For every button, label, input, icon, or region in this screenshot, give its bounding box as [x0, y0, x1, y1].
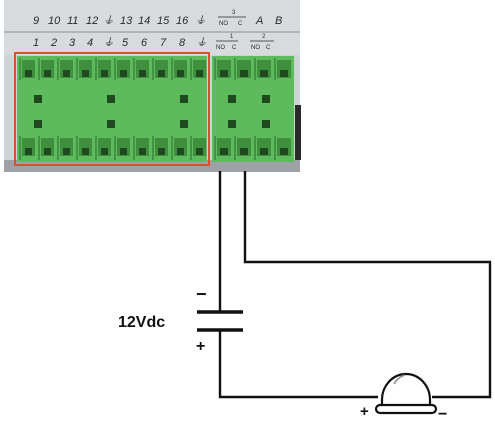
relay-3-no: NO — [219, 21, 228, 27]
terminal-hole-top — [280, 70, 288, 77]
terminal-hole-bottom — [82, 148, 89, 155]
terminal-hole-top — [82, 70, 89, 77]
relay-2-number: 2 — [262, 34, 266, 40]
terminal-hole-bottom — [240, 148, 248, 155]
terminal-hole-top — [158, 70, 165, 77]
terminal-hole-top — [101, 70, 108, 77]
terminal-hole-bottom — [260, 148, 268, 155]
ground-symbol: ⏚ — [103, 15, 114, 27]
terminal-lock-slot — [262, 95, 270, 103]
terminal-hole-top — [120, 70, 127, 77]
terminal-hole-bottom — [63, 148, 70, 155]
terminal-hole-top — [177, 70, 184, 77]
terminal-label: 16 — [176, 15, 189, 27]
relay-1-number: 1 — [230, 34, 234, 40]
relay-1-c: C — [232, 45, 237, 51]
terminal-lock-slot — [107, 95, 115, 103]
dome-highlight — [393, 374, 406, 385]
terminal-label: 5 — [122, 37, 129, 49]
terminal-label: 2 — [50, 37, 57, 49]
panel-silkscreen-area — [4, 0, 300, 55]
terminal-hole-bottom — [177, 148, 184, 155]
relay-2-c: C — [266, 45, 271, 51]
dome-shape — [380, 372, 432, 408]
relay-2-no: NO — [251, 45, 260, 51]
terminal-lock-slot — [107, 120, 115, 128]
terminal-lock-slot — [228, 95, 236, 103]
terminal-label: 1 — [33, 37, 39, 49]
terminal-hole-bottom — [220, 148, 228, 155]
relay-3-c: C — [238, 21, 243, 27]
terminal-hole-bottom — [139, 148, 146, 155]
dc-supply-symbol — [197, 310, 243, 332]
terminal-hole-top — [139, 70, 146, 77]
dome-base — [374, 403, 438, 415]
terminal-hole-bottom — [120, 148, 127, 155]
terminal-label: 6 — [141, 37, 148, 49]
supply-minus-sign: − — [196, 284, 207, 304]
terminal-label: 12 — [86, 15, 98, 27]
terminal-lock-slot — [228, 120, 236, 128]
supply-voltage-label: 12Vdc — [118, 314, 165, 331]
device-plus-sign: + — [360, 403, 369, 420]
ground-symbol: ⏚ — [195, 15, 206, 27]
terminal-hole-top — [25, 70, 32, 77]
wire-relay-to-device-negative — [243, 171, 492, 399]
alarm-device-icon — [374, 372, 438, 415]
terminal-hole-bottom — [25, 148, 32, 155]
terminal-label: 14 — [138, 15, 150, 27]
terminal-label: 10 — [48, 15, 61, 27]
terminal-label: 9 — [33, 15, 39, 27]
relay-terminal-block — [212, 56, 294, 162]
terminal-hole-top — [240, 70, 248, 77]
terminal-lock-slot — [180, 95, 188, 103]
terminal-lock-slot — [34, 95, 42, 103]
device-minus-sign: − — [438, 406, 447, 423]
ground-symbol: ⏚ — [196, 37, 207, 49]
ground-symbol: ⏚ — [103, 37, 114, 49]
terminal-hole-bottom — [280, 148, 288, 155]
panel-side-dark — [295, 105, 301, 160]
terminal-label: 8 — [179, 37, 186, 49]
terminal-label: 7 — [160, 37, 167, 49]
top-terminal-labels: 9 10 11 12 ⏚ 13 14 15 16 ⏚ 3 NO C A B — [33, 10, 282, 27]
relay-3-number: 3 — [232, 10, 236, 16]
terminal-hole-top — [196, 70, 203, 77]
terminal-hole-top — [63, 70, 70, 77]
highlight-box — [14, 52, 210, 166]
terminal-label: 15 — [157, 15, 170, 27]
circuit-wiring — [218, 171, 492, 399]
terminal-label: 3 — [69, 37, 76, 49]
terminal-hole-bottom — [158, 148, 165, 155]
terminal-label: 4 — [87, 37, 93, 49]
terminal-label: 11 — [67, 15, 78, 27]
terminal-label: 13 — [120, 15, 133, 27]
rs485-a-label: A — [255, 15, 263, 27]
terminal-lock-slot — [180, 120, 188, 128]
alarm-input-terminal-block — [17, 56, 207, 162]
terminal-hole-bottom — [101, 148, 108, 155]
bottom-terminal-labels: 1 2 3 4 ⏚ 5 6 7 8 ⏚ 1 NO C 2 NO C — [33, 34, 274, 51]
terminal-hole-bottom — [196, 148, 203, 155]
rs485-b-label: B — [275, 15, 282, 27]
relay-1-no: NO — [216, 45, 225, 51]
terminal-hole-bottom — [44, 148, 51, 155]
terminal-hole-top — [220, 70, 228, 77]
terminal-hole-top — [260, 70, 268, 77]
wire-supply-positive-to-device — [218, 330, 378, 399]
terminal-lock-slot — [34, 120, 42, 128]
terminal-hole-top — [44, 70, 51, 77]
terminal-lock-slot — [262, 120, 270, 128]
supply-plus-sign: + — [196, 338, 205, 355]
